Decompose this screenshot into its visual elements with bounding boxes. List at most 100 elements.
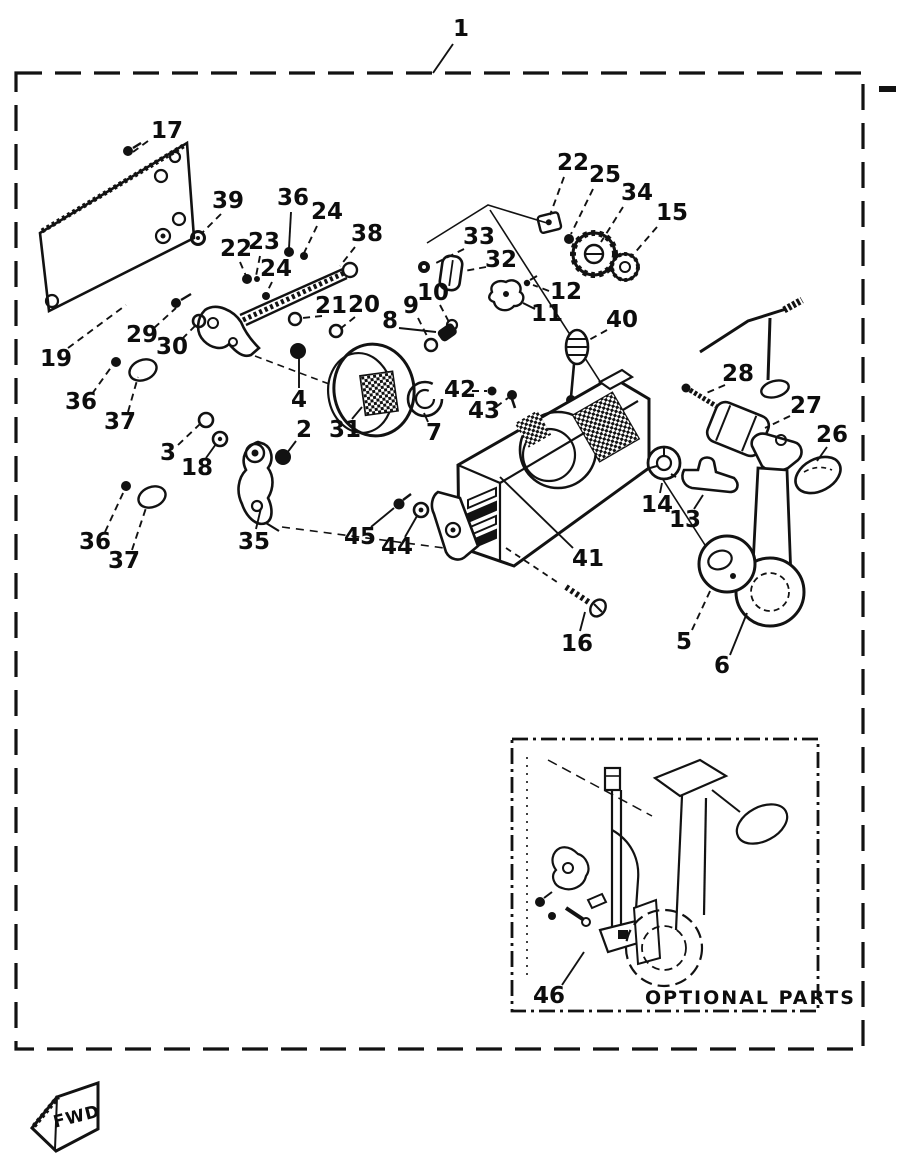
- small-fasteners-upper: [242, 247, 344, 339]
- leader-line: [288, 211, 292, 249]
- leader-line: [549, 176, 565, 216]
- assembly-line-to-housing: [281, 526, 453, 550]
- part-number-text: 46: [533, 983, 565, 1009]
- leader-line: [691, 588, 712, 631]
- leader-line: [255, 507, 262, 530]
- part-label-46: 46: [533, 951, 585, 1009]
- inset-caption: OPTIONAL PARTS: [645, 987, 856, 1009]
- leader-line: [255, 255, 261, 277]
- leader-line: [200, 213, 222, 235]
- leader-line: [398, 327, 437, 333]
- part-number-text: 37: [108, 548, 140, 574]
- leader-line: [131, 504, 148, 551]
- part-number-text: 22: [557, 150, 589, 176]
- part-label-32: 32: [463, 247, 517, 273]
- part-label-22: 22: [220, 236, 252, 277]
- grommet-14: [646, 445, 682, 481]
- part-label-22: 22: [549, 150, 589, 216]
- wheel-5: [697, 534, 757, 594]
- part-label-24: 24: [303, 199, 343, 254]
- leader-line: [532, 284, 550, 292]
- leader-line: [816, 446, 828, 462]
- screw-29: [171, 292, 192, 308]
- leader-line: [432, 43, 454, 74]
- lever-13: [681, 456, 739, 494]
- leader-line: [729, 612, 748, 656]
- part-number-text: 13: [669, 507, 701, 533]
- bushing-8-washers-9-10: [423, 318, 459, 353]
- gear-15: [610, 252, 640, 282]
- leader-line: [588, 329, 608, 341]
- part-number-text: 31: [329, 417, 361, 443]
- part-number-text: 24: [260, 256, 292, 282]
- inset-clamp: [551, 846, 590, 891]
- leader-line: [301, 315, 323, 319]
- part-label-25: 25: [570, 162, 621, 235]
- part-number-text: 19: [40, 346, 72, 372]
- part-label-34: 34: [600, 180, 653, 243]
- leader-line: [339, 316, 356, 330]
- leader-line: [91, 365, 113, 395]
- part-label-29: 29: [126, 307, 177, 348]
- part-number-text: 8: [382, 308, 398, 334]
- grip-26: [794, 455, 842, 495]
- leader-line: [764, 415, 791, 429]
- leader-line: [423, 412, 429, 423]
- part-number-text: 4: [291, 387, 307, 413]
- part-number-text: 14: [641, 492, 673, 518]
- part-label-6: 6: [714, 612, 748, 679]
- part-label-42: 42: [444, 377, 487, 403]
- part-label-33: 33: [431, 224, 495, 266]
- leader-line: [239, 261, 247, 277]
- spacer-32: [438, 254, 464, 292]
- housing-41: [430, 368, 651, 585]
- leader-line: [303, 225, 318, 254]
- part-label-39: 39: [200, 188, 244, 235]
- washer-25: [564, 234, 574, 244]
- leader-line: [522, 302, 536, 310]
- nut-33: [418, 261, 430, 273]
- vent-mesh: [571, 391, 641, 463]
- leader-line: [265, 281, 273, 295]
- part-label-36: 36: [79, 490, 125, 555]
- part-number-text: 12: [550, 279, 582, 305]
- leader-line: [600, 206, 624, 243]
- bracket-35: [237, 440, 280, 532]
- part-label-45: 45: [344, 507, 395, 550]
- part-label-31: 31: [329, 406, 363, 443]
- screw-16: [564, 584, 607, 618]
- part-number-text: 5: [676, 629, 692, 655]
- screw-36-grommet-37-upper: [111, 357, 158, 382]
- screw-17: [123, 141, 142, 156]
- part-label-8: 8: [382, 308, 437, 334]
- part-label-30: 30: [156, 324, 197, 360]
- part-number-text: 43: [468, 398, 500, 424]
- part-label-38: 38: [339, 221, 383, 267]
- leader-line: [181, 324, 197, 340]
- leader-line: [499, 476, 574, 549]
- part-number-text: 41: [572, 546, 604, 572]
- leader-line: [286, 440, 297, 454]
- part-label-27: 27: [764, 393, 822, 429]
- nut-4: [290, 343, 306, 359]
- part-number-text: 39: [212, 188, 244, 214]
- part-number-text: 26: [816, 422, 848, 448]
- part-number-text: 17: [151, 118, 183, 144]
- part-number-text: 38: [351, 221, 383, 247]
- bolt-45-nut-44: [393, 493, 430, 519]
- part-label-23: 23: [248, 229, 280, 277]
- part-label-37: 37: [108, 504, 148, 574]
- part-number-text: 21: [315, 293, 347, 319]
- part-label-18: 18: [181, 443, 217, 481]
- plate-19: [38, 140, 196, 313]
- part-label-14: 14: [641, 482, 673, 518]
- part-number-text: 20: [348, 292, 380, 318]
- leader-line: [132, 140, 149, 153]
- part-label-12: 12: [532, 279, 582, 305]
- leader-line: [703, 384, 726, 395]
- leader-line: [495, 397, 509, 408]
- leader-line: [67, 304, 127, 349]
- part-number-text: 29: [126, 322, 158, 348]
- leader-line: [463, 266, 487, 272]
- leader-line: [127, 376, 139, 413]
